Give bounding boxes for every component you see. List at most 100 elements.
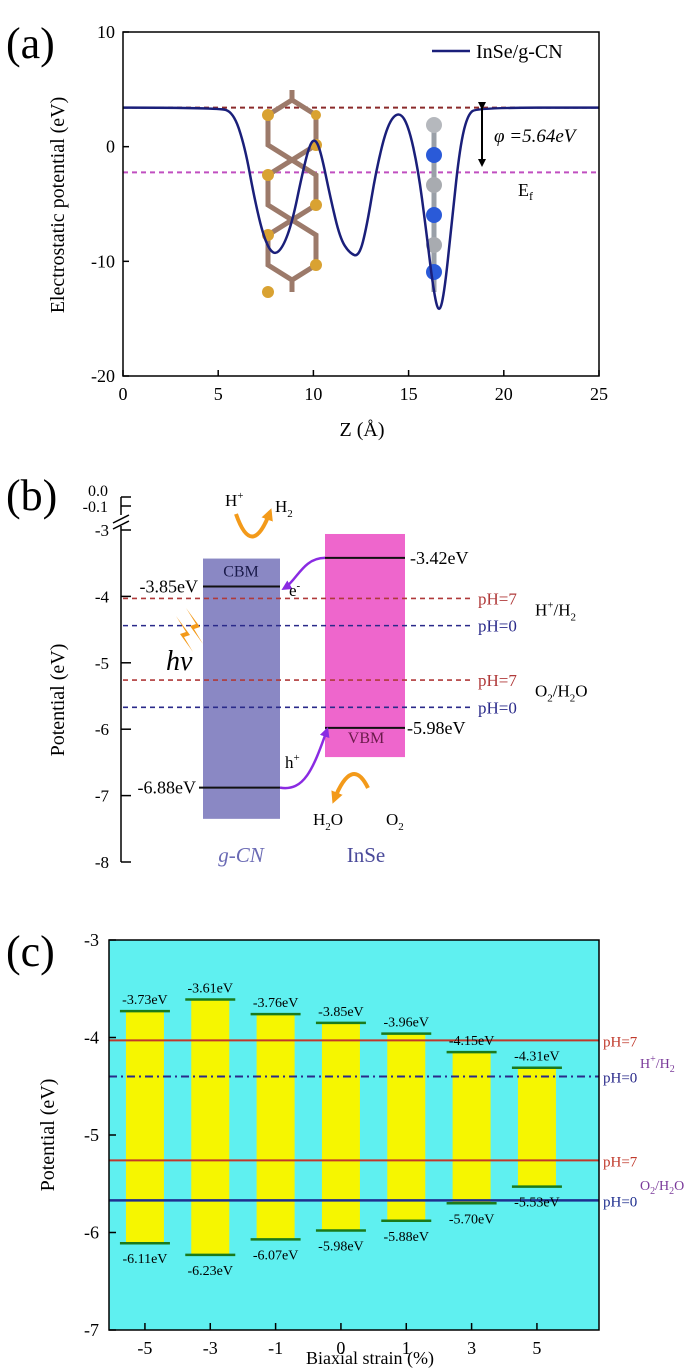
x-tick-label: 0 <box>119 384 128 404</box>
redox-level-label: pH=0 <box>603 1194 637 1210</box>
x-tick-label: 1 <box>402 1338 411 1358</box>
band-alignment: pH=7pH=0pH=7pH=0-3.85eV-6.88eV-3.42eV-5.… <box>123 533 588 867</box>
x-tick-label: -5 <box>137 1338 152 1358</box>
x-tick-label: -1 <box>268 1338 283 1358</box>
o2-evolution-arrow <box>331 772 370 804</box>
redox-level-label: pH=0 <box>603 1071 637 1087</box>
y-tick-label: 10 <box>97 22 115 42</box>
x-tick-label: 25 <box>590 384 608 404</box>
panel-b-axis: 0.0 -0.1 -8-7-6-5-4-3 <box>83 483 131 872</box>
cbm-label: CBM <box>223 563 259 580</box>
work-function-label: φ =5.64eV <box>494 126 578 147</box>
panel-c-ylabel: Potential (eV) <box>37 1079 59 1192</box>
panel-a-frame <box>122 31 600 377</box>
y-tick-label: -20 <box>91 366 115 386</box>
electron-label: e- <box>289 580 301 600</box>
inse-cbm-value: -3.42eV <box>410 548 468 568</box>
photon-label: hν <box>166 646 193 677</box>
panel-a-xlabel: Z (Å) <box>340 419 385 441</box>
vbm-value-label: -5.53eV <box>514 1196 560 1211</box>
lightning-icon <box>176 616 193 652</box>
fermi-level-label: Ef <box>518 180 533 203</box>
x-tick-label: 15 <box>400 384 418 404</box>
y-tick-label: -3 <box>95 521 109 540</box>
cbm-value-label: -3.85eV <box>318 1005 364 1020</box>
band-gap-bar <box>191 999 230 1255</box>
y-tick-label: -8 <box>95 853 109 872</box>
y-tick-label: -10 <box>91 251 115 271</box>
legend-label: InSe/g-CN <box>476 41 563 63</box>
panel-c-label: (c) <box>6 927 55 976</box>
axis-break-mark <box>112 514 130 524</box>
h-couple-label: H+/H2 <box>640 1054 675 1075</box>
gcn-cbm-value: -3.85eV <box>140 576 198 596</box>
panel-b: (b) 0.0 -0.1 -8-7-6-5-4-3 Potential (eV)… <box>6 471 588 872</box>
inse-structure-illustration <box>262 90 322 298</box>
y-tick-label: -4 <box>95 587 110 606</box>
x-tick-label: -3 <box>203 1338 218 1358</box>
break-tick-label: 0.0 <box>88 483 108 500</box>
inse-band-box <box>325 533 405 758</box>
h-couple-label: H+/H2 <box>535 600 576 624</box>
panel-a-label: (a) <box>6 19 55 68</box>
band-gap-bar <box>321 1022 360 1231</box>
vbm-value-label: -6.23eV <box>188 1264 234 1279</box>
potential-curve <box>122 106 599 311</box>
y-tick-label: -6 <box>84 1223 99 1243</box>
cbm-value-label: -3.61eV <box>188 981 234 996</box>
panel-b-ylabel: Potential (eV) <box>47 644 69 757</box>
redox-level-label: pH=0 <box>478 698 517 717</box>
x-tick-label: 3 <box>467 1338 476 1358</box>
cbm-value-label: -3.73eV <box>122 993 168 1008</box>
break-tick-label: -0.1 <box>83 499 108 516</box>
y-tick-label: -5 <box>95 654 109 673</box>
x-tick-label: 5 <box>214 384 223 404</box>
vbm-label: VBM <box>348 730 384 747</box>
vbm-value-label: -6.07eV <box>253 1248 299 1263</box>
h2-evolution-arrow <box>234 508 273 539</box>
y-tick-label: 0 <box>106 137 115 157</box>
vbm-value-label: -5.98eV <box>318 1240 364 1255</box>
cbm-value-label: -3.76eV <box>253 996 299 1011</box>
cbm-value-label: -4.15eV <box>449 1034 495 1049</box>
y-tick-label: -7 <box>84 1320 99 1340</box>
y-tick-label: -3 <box>84 930 99 950</box>
x-tick-label: 0 <box>336 1338 345 1358</box>
band-gap-bar <box>517 1067 556 1187</box>
electron-transfer-arrow <box>281 556 326 591</box>
panel-a-ylabel: Electrostatic potential (eV) <box>47 97 69 314</box>
panel-a-legend: InSe/g-CN <box>432 41 563 63</box>
band-gap-bar <box>125 1011 164 1244</box>
lightning-icon <box>186 608 203 644</box>
band-gap-bar <box>387 1033 426 1221</box>
y-tick-label: -6 <box>95 720 109 739</box>
vbm-value-label: -5.88eV <box>384 1230 430 1245</box>
panel-b-label: (b) <box>6 471 57 520</box>
cbm-value-label: -3.96eV <box>384 1016 430 1031</box>
vbm-value-label: -6.11eV <box>122 1252 167 1267</box>
inse-vbm-value: -5.98eV <box>407 718 465 738</box>
band-gap-bar <box>256 1014 295 1240</box>
g-cn-band-box <box>203 558 280 819</box>
panel-c-xlabel: Biaxial strain (%) <box>306 1348 434 1369</box>
gcn-structure-illustration <box>426 117 442 292</box>
redox-level-label: pH=7 <box>478 589 517 608</box>
redox-level-label: pH=7 <box>603 1034 638 1050</box>
h2-label: H2 <box>275 497 293 520</box>
y-tick-label: -4 <box>84 1028 99 1048</box>
o-couple-label: O2/H2O <box>640 1179 684 1197</box>
redox-level-label: pH=7 <box>603 1154 638 1170</box>
o-couple-label: O2/H2O <box>535 682 588 705</box>
strain-band-edges: pH=7 pH=0 pH=7 pH=0 -3.73eV -6.11eV -3.61eV -6.… <box>109 981 684 1279</box>
o2-label: O2 <box>386 810 404 833</box>
vbm-value-label: -5.70eV <box>449 1212 495 1227</box>
h-plus-label: H+ <box>225 490 244 510</box>
h2o-label: H2O <box>313 810 343 833</box>
band-gap-bar <box>452 1052 491 1204</box>
cbm-value-label: -4.31eV <box>514 1050 560 1065</box>
material-label-inse: InSe <box>347 843 386 867</box>
